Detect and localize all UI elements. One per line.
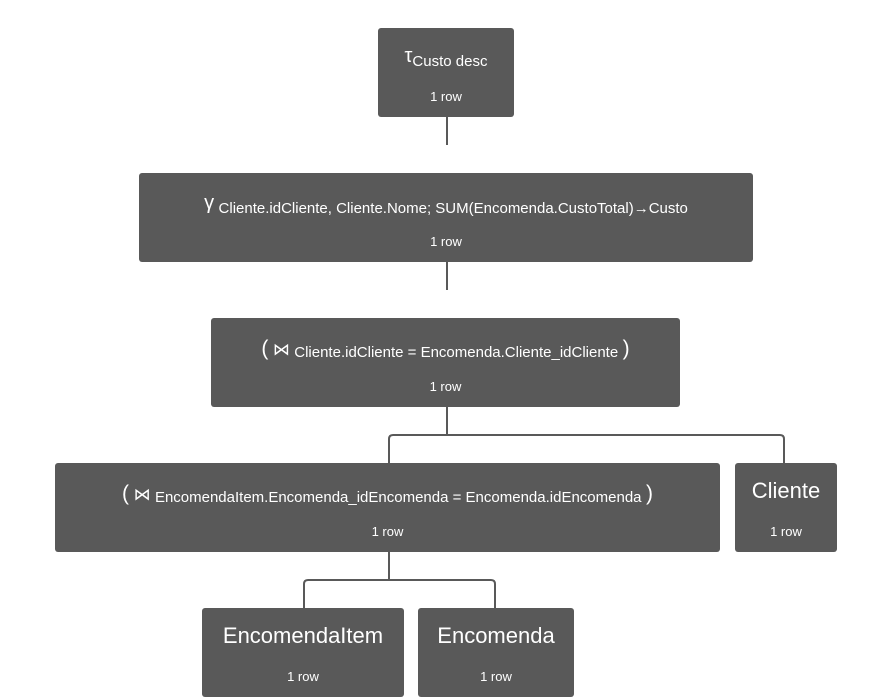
- sort-node[interactable]: τCusto desc 1 row: [378, 28, 514, 117]
- sort-operator-symbol: τ: [404, 45, 413, 67]
- join-outer-close-paren: ): [622, 337, 630, 360]
- sort-expression: Custo desc: [412, 53, 488, 70]
- join-outer-condition: Cliente.idCliente = Encomenda.Cliente_id…: [294, 344, 619, 361]
- join-outer-row-count: 1 row: [429, 379, 462, 394]
- edge-join-outer-children: [388, 407, 785, 463]
- sort-row-count: 1 row: [430, 89, 462, 104]
- encomenda-item-row-count: 1 row: [287, 669, 319, 684]
- cliente-label: Cliente: [751, 478, 821, 503]
- encomenda-item-node[interactable]: EncomendaItem 1 row: [202, 608, 404, 697]
- encomenda-label: Encomenda: [437, 623, 555, 648]
- join-outer-open-paren: (: [261, 337, 269, 360]
- join-inner-node[interactable]: ( ⋈ EncomendaItem.Encomenda_idEncomenda …: [55, 463, 720, 552]
- join-outer-operator-symbol: ⋈: [272, 340, 290, 359]
- edge-join-inner-children: [303, 552, 496, 608]
- group-row-count: 1 row: [430, 234, 462, 249]
- cliente-row-count: 1 row: [770, 524, 802, 539]
- encomenda-node[interactable]: Encomenda 1 row: [418, 608, 574, 697]
- group-node[interactable]: γ Cliente.idCliente, Cliente.Nome; SUM(E…: [139, 173, 753, 262]
- join-inner-close-paren: ): [645, 482, 653, 505]
- encomenda-item-label: EncomendaItem: [222, 623, 384, 648]
- join-inner-condition: EncomendaItem.Encomenda_idEncomenda = En…: [154, 489, 642, 506]
- group-operator-symbol: γ: [204, 192, 215, 214]
- group-expression: Cliente.idCliente, Cliente.Nome; SUM(Enc…: [218, 200, 688, 217]
- encomenda-row-count: 1 row: [480, 669, 512, 684]
- cliente-node[interactable]: Cliente 1 row: [735, 463, 837, 552]
- join-inner-operator-symbol: ⋈: [133, 485, 151, 504]
- join-outer-node[interactable]: ( ⋈ Cliente.idCliente = Encomenda.Client…: [211, 318, 680, 407]
- join-inner-open-paren: (: [122, 482, 130, 505]
- join-inner-row-count: 1 row: [371, 524, 404, 539]
